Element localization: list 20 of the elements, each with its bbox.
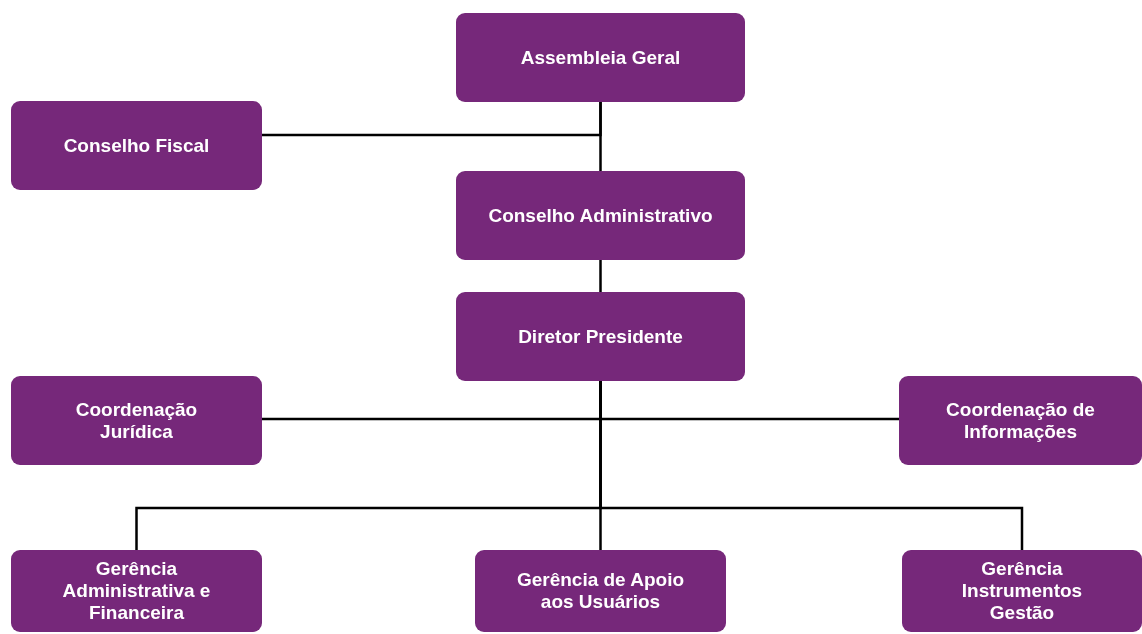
org-box [456,13,745,102]
org-box [11,550,262,632]
box-label: Gerência Instrumentos Gestão [960,558,1084,624]
org-box [456,292,745,381]
org-box [899,376,1142,465]
box-label: Coordenação de Informações [945,398,1096,443]
box-label: Gerência Administrativa e Financeira [61,558,212,624]
box-label: Gerência de Apoio aos Usuários [515,569,686,613]
box-label: Coordenação Jurídica [74,398,199,443]
org-box [902,550,1142,632]
org-box [11,376,262,465]
org-box [456,171,745,260]
box-label: Diretor Presidente [518,325,683,348]
box-label: Conselho Administrativo [488,204,713,227]
box-label: Conselho Fiscal [63,134,210,157]
box-label: Assembleia Geral [520,46,681,69]
org-box [11,101,262,190]
connector-line [599,260,602,292]
connector-line [599,102,602,171]
org-box [475,550,726,632]
